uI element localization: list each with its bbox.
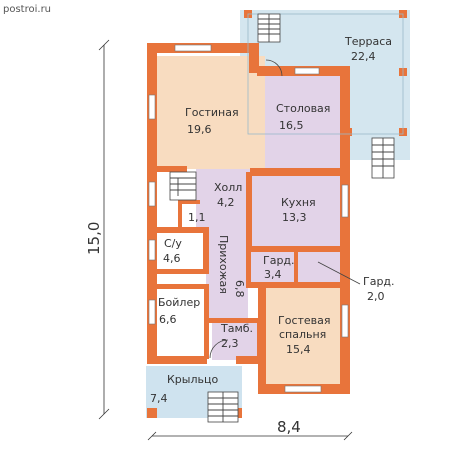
vestibule-name: Тамб. [220, 322, 253, 335]
interior-stairs [169, 171, 197, 201]
porch-name: Крыльцо [167, 373, 218, 386]
guest-fill [266, 286, 341, 385]
hall-area: 4,2 [217, 196, 235, 209]
kitchen-fill [250, 175, 342, 246]
porch-area: 7,4 [150, 392, 168, 405]
dining-name: Столовая [276, 102, 330, 115]
hall-fill [196, 169, 250, 229]
terrace-area: 22,4 [351, 50, 376, 63]
dining-area: 16,5 [279, 119, 304, 132]
terrace-name: Терраса [344, 35, 392, 48]
dimension-width: 8,4 [147, 418, 353, 441]
kitchen-name: Кухня [281, 196, 316, 209]
boiler-name: Бойлер [158, 296, 200, 309]
kitchen-area: 13,3 [282, 211, 307, 224]
vestibule-fill [212, 322, 262, 360]
living-name: Гостиная [185, 106, 239, 119]
bath-area: 4,6 [163, 252, 181, 265]
room-labels: Терраса 22,4 Гостиная 19,6 Столовая 16,5… [150, 35, 395, 405]
height-dimension: 15,0 [85, 222, 103, 255]
dining-fill [265, 75, 344, 169]
room-fills [146, 10, 410, 418]
hallway-name: Прихожая [217, 235, 230, 294]
wardrobe1-fill [250, 250, 296, 283]
wardrobe2-fill [296, 250, 342, 283]
guest-area: 15,4 [286, 343, 311, 356]
hallway-area: 6,8 [233, 280, 246, 298]
wardrobe2-area: 2,0 [367, 290, 385, 303]
terrace-stairs-right [371, 137, 395, 179]
door-swing [209, 339, 229, 359]
terrace-outline [247, 13, 404, 135]
wardrobe2-leader [317, 261, 361, 285]
terrace-stairs-top [257, 13, 281, 43]
wc-small-area: 1,1 [188, 211, 206, 224]
width-dimension: 8,4 [277, 418, 301, 436]
hall-name: Холл [214, 181, 242, 194]
vestibule-area: 2,3 [221, 337, 239, 350]
door-swing [265, 59, 283, 77]
boiler-area: 6,6 [159, 313, 177, 326]
living-area: 19,6 [187, 123, 212, 136]
living-fill [156, 56, 265, 169]
hallway-fill [206, 229, 248, 322]
porch-stairs [207, 391, 239, 423]
dimension-height: 15,0 [85, 39, 110, 420]
guest-name: Гостевая [278, 314, 331, 327]
wardrobe1-name: Гард. [263, 254, 295, 267]
bath-name: С/у [164, 237, 182, 250]
windows [148, 44, 349, 393]
watermark: postroi.ru [3, 4, 51, 15]
wardrobe1-area: 3,4 [264, 268, 282, 281]
guest-name-2: спальня [279, 328, 326, 341]
wardrobe2-name: Гард. [363, 275, 395, 288]
